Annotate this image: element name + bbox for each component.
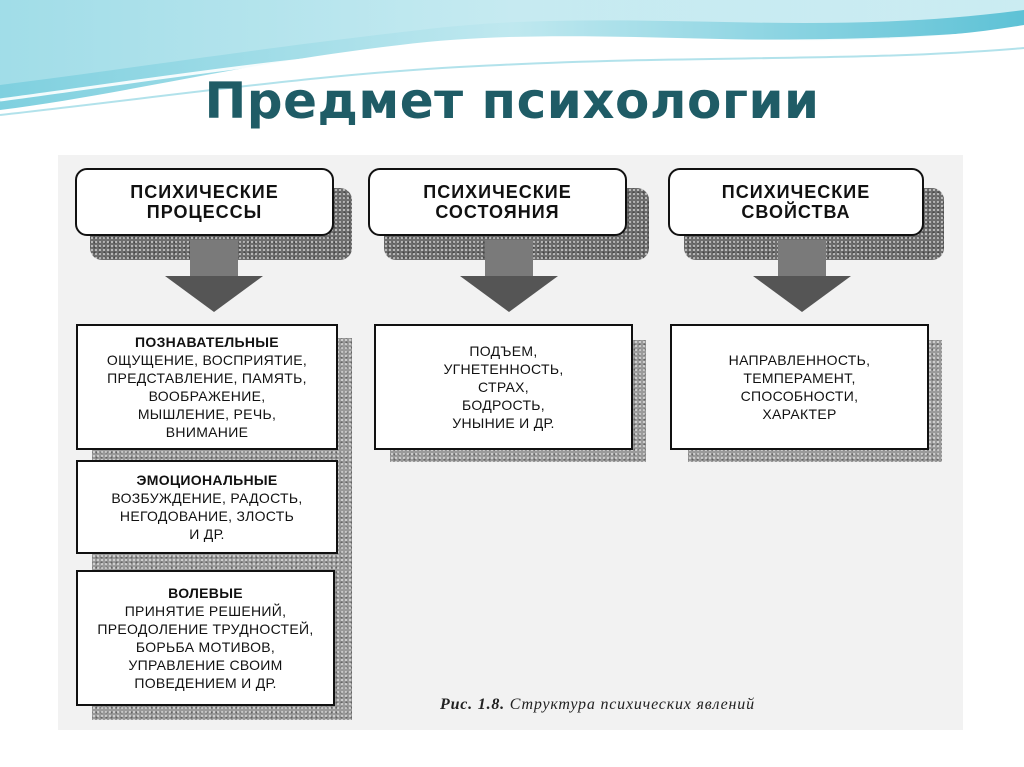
group-line: ПРИНЯТИЕ РЕШЕНИЙ, [124,603,287,619]
group-line: СТРАХ, [478,379,529,395]
caption-text: Структура психических явлений [509,696,755,713]
caption-label: Рис. 1.8. [440,696,505,713]
group-box-volitional: ВОЛЕВЫЕ ПРИНЯТИЕ РЕШЕНИЙ, ПРЕОДОЛЕНИЕ ТР… [76,570,335,706]
group-line: ВООБРАЖЕНИЕ, [148,388,266,404]
down-arrow-icon [165,240,263,312]
group-box-properties: НАПРАВЛЕННОСТЬ, ТЕМПЕРАМЕНТ, СПОСОБНОСТИ… [670,324,929,450]
group-line: ВНИМАНИЕ [165,424,249,440]
header-processes-line2: ПРОЦЕССЫ [146,202,263,222]
group-line: БОРЬБА МОТИВОВ, [135,639,276,655]
group-line: БОДРОСТЬ, [462,397,545,413]
group-line: ПРЕДСТАВЛЕНИЕ, ПАМЯТЬ, [107,370,307,386]
group-line: ТЕМПЕРАМЕНТ, [743,370,856,386]
group-box-cognitive: ПОЗНАВАТЕЛЬНЫЕ ОЩУЩЕНИЕ, ВОСПРИЯТИЕ, ПРЕ… [76,324,338,450]
down-arrow-icon [753,240,851,312]
header-states-line1: ПСИХИЧЕСКИЕ [423,182,572,202]
group-line: УНЫНИЕ И ДР. [452,415,555,431]
group-line: ПОВЕДЕНИЕМ И ДР. [134,675,277,691]
group-line: НЕГОДОВАНИЕ, ЗЛОСТЬ [119,508,295,524]
header-waves [0,0,1024,116]
down-arrow-icon [460,240,558,312]
header-properties: ПСИХИЧЕСКИЕ СВОЙСТВА [668,168,924,236]
group-line: МЫШЛЕНИЕ, РЕЧЬ, [137,406,277,422]
group-line: СПОСОБНОСТИ, [740,388,859,404]
group-line: ОЩУЩЕНИЕ, ВОСПРИЯТИЕ, [106,352,308,368]
group-line: ВОЗБУЖДЕНИЕ, РАДОСТЬ, [111,490,303,506]
group-line: И ДР. [189,526,225,542]
group-line: ПРЕОДОЛЕНИЕ ТРУДНОСТЕЙ, [97,621,314,637]
group-line: ПОДЪЕМ, [469,343,538,359]
figure-caption: Рис. 1.8. Структура психических явлений [440,696,755,714]
header-processes: ПСИХИЧЕСКИЕ ПРОЦЕССЫ [75,168,334,236]
group-title: ПОЗНАВАТЕЛЬНЫЕ [135,334,279,350]
group-line: УГНЕТЕННОСТЬ, [443,361,564,377]
group-box-states: ПОДЪЕМ, УГНЕТЕННОСТЬ, СТРАХ, БОДРОСТЬ, У… [374,324,633,450]
group-box-emotional: ЭМОЦИОНАЛЬНЫЕ ВОЗБУЖДЕНИЕ, РАДОСТЬ, НЕГО… [76,460,338,554]
group-line: НАПРАВЛЕННОСТЬ, [728,352,871,368]
header-states-line2: СОСТОЯНИЯ [435,202,560,222]
group-title: ВОЛЕВЫЕ [168,585,243,601]
page-title: Предмет психологии [204,72,820,130]
header-properties-line1: ПСИХИЧЕСКИЕ [721,182,871,202]
group-title: ЭМОЦИОНАЛЬНЫЕ [136,472,278,488]
header-properties-line2: СВОЙСТВА [741,202,851,222]
header-processes-line1: ПСИХИЧЕСКИЕ [130,182,279,202]
group-line: УПРАВЛЕНИЕ СВОИМ [128,657,283,673]
group-line: ХАРАКТЕР [762,406,837,422]
header-states: ПСИХИЧЕСКИЕ СОСТОЯНИЯ [368,168,627,236]
